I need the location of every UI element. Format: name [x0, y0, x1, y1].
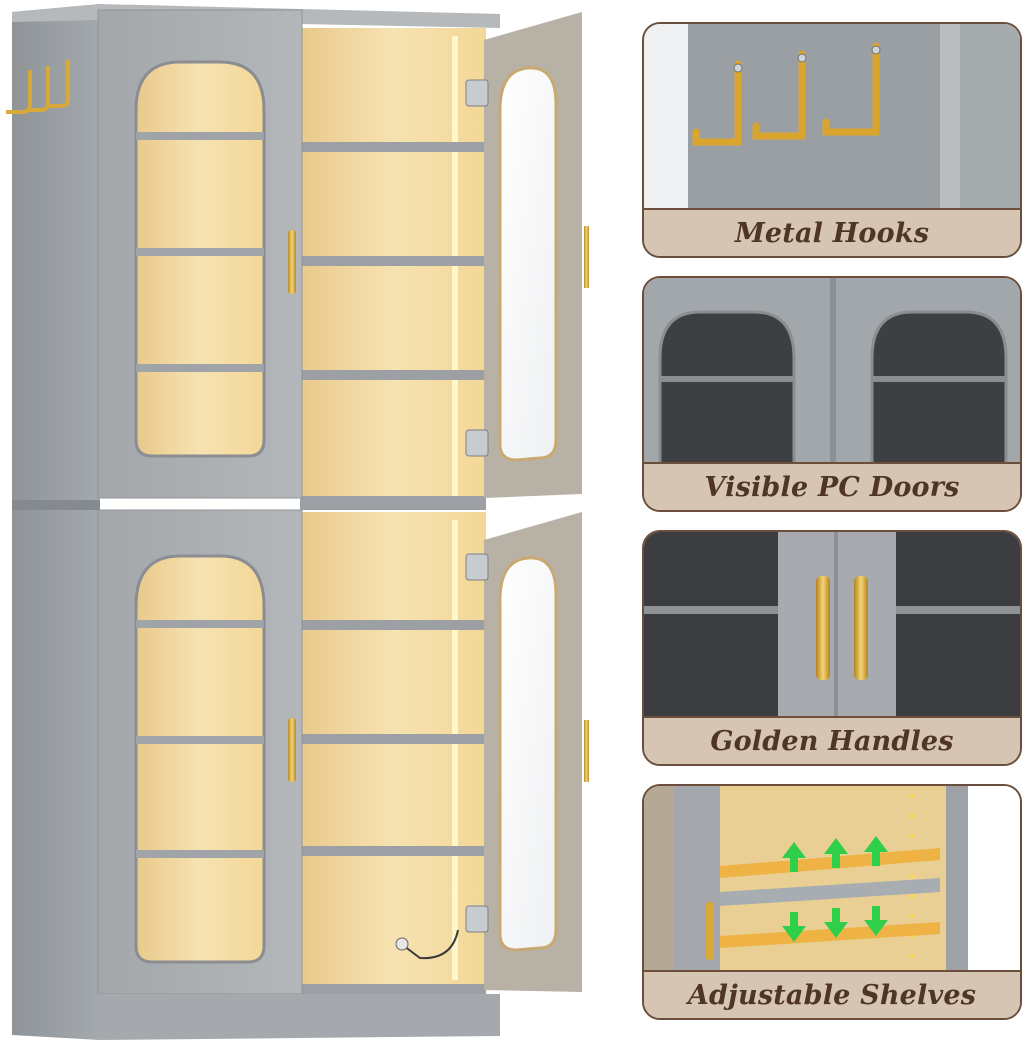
feature-caption: Visible PC Doors	[644, 462, 1020, 510]
feature-card-metal-hooks: Metal Hooks	[642, 22, 1022, 258]
handle-upper	[288, 230, 296, 294]
golden-handles-photo	[644, 532, 1020, 720]
side-hooks	[6, 60, 70, 114]
handle-lower	[288, 718, 296, 782]
adjustable-shelves-photo	[644, 786, 1020, 974]
cabinet-illustration	[6, 4, 589, 1040]
cabinet-drawing	[6, 4, 589, 1040]
feature-card-adjustable-shelves: Adjustable Shelves	[642, 784, 1022, 1020]
feature-card-golden-handles: Golden Handles	[642, 530, 1022, 766]
feature-caption: Adjustable Shelves	[644, 970, 1020, 1018]
visible-pc-doors-photo	[644, 278, 1020, 466]
feature-card-visible-pc-doors: Visible PC Doors	[642, 276, 1022, 512]
feature-caption: Golden Handles	[644, 716, 1020, 764]
shelf-icon	[720, 848, 940, 948]
arrow-down-icon	[782, 906, 888, 942]
metal-hooks-photo	[644, 24, 1020, 212]
hook-icon	[692, 42, 880, 146]
door-icon	[658, 310, 1008, 466]
handle-icon	[816, 576, 868, 680]
feature-caption: Metal Hooks	[644, 208, 1020, 256]
arrow-up-icon	[782, 836, 888, 872]
